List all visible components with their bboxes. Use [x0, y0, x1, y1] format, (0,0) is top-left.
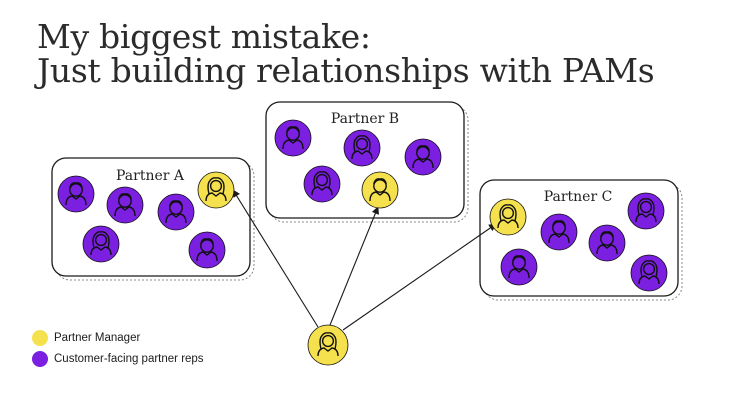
- title-line-1: My biggest mistake:: [37, 17, 371, 56]
- partner-c-people: [489, 192, 668, 292]
- rep-swatch: [32, 351, 48, 367]
- manager-avatar: [361, 171, 399, 209]
- rep-avatar: [627, 192, 665, 230]
- legend-rep-label: Customer-facing partner reps: [54, 353, 204, 365]
- partner-a-people: [57, 171, 235, 269]
- legend-item-rep: Customer-facing partner reps: [32, 351, 204, 367]
- rep-avatar: [274, 119, 312, 157]
- rep-avatar: [500, 248, 538, 286]
- rep-avatar: [630, 254, 668, 292]
- rep-avatar: [106, 186, 144, 224]
- partner-c-label: Partner C: [544, 189, 613, 205]
- arrow-to-partner-a: [232, 189, 319, 328]
- rep-avatar: [82, 225, 120, 263]
- title-line-2: Just building relationships with PAMs: [37, 51, 655, 90]
- manager-swatch: [32, 330, 48, 346]
- manager-avatar: [197, 171, 235, 209]
- rep-avatar: [404, 138, 442, 176]
- rep-avatar: [343, 129, 381, 167]
- arrow-to-partner-b: [329, 206, 379, 326]
- partner-a-label: Partner A: [116, 168, 185, 184]
- connection-arrows: [232, 189, 497, 331]
- rep-avatar: [303, 165, 341, 203]
- manager-avatar: [489, 198, 527, 236]
- legend-manager-label: Partner Manager: [54, 332, 141, 344]
- legend-item-manager: Partner Manager: [32, 330, 140, 346]
- rep-avatar: [57, 175, 95, 213]
- arrow-to-partner-c: [342, 223, 497, 331]
- rep-avatar: [157, 193, 195, 231]
- partner-b-people: [274, 119, 442, 209]
- rep-avatar: [188, 231, 226, 269]
- rep-avatar: [588, 224, 626, 262]
- slide-title: My biggest mistake: Just building relati…: [37, 17, 655, 90]
- rep-avatar: [540, 213, 578, 251]
- partner-b-label: Partner B: [331, 111, 399, 127]
- central-manager-avatar: [307, 324, 349, 366]
